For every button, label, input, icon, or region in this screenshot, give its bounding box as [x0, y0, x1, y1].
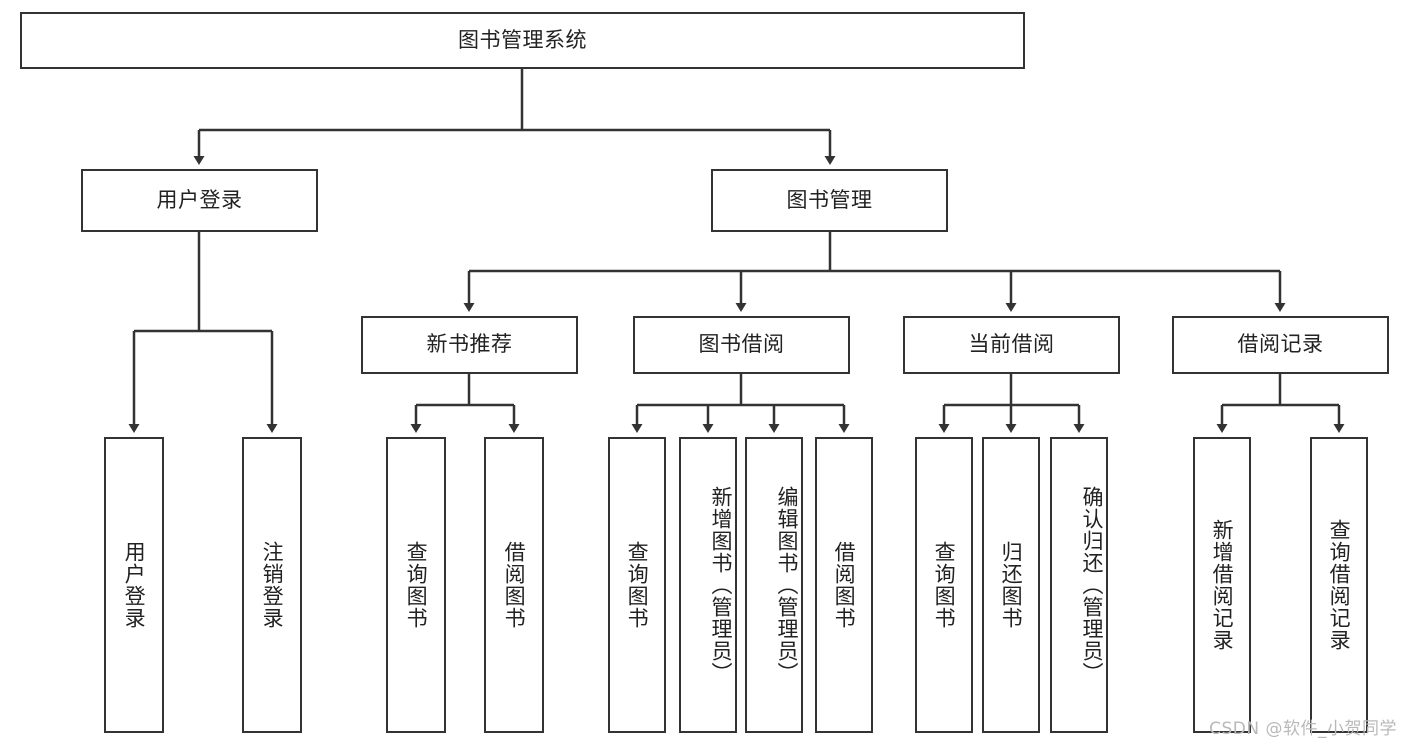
- leaf-confirm-return-label: 确认归还（管理员）: [1080, 486, 1104, 684]
- node-borrow-record[interactable]: 借阅记录: [1172, 316, 1389, 374]
- node-new-book-rec[interactable]: 新书推荐: [361, 316, 578, 374]
- leaf-borrow-book-2-label: 借阅图书: [832, 541, 857, 629]
- leaf-add-record[interactable]: 新增借阅记录: [1193, 437, 1251, 733]
- leaf-query-record[interactable]: 查询借阅记录: [1310, 437, 1368, 733]
- node-borrow-record-label: 借阅记录: [1237, 332, 1324, 357]
- leaf-return-book[interactable]: 归还图书: [982, 437, 1040, 733]
- node-book-borrow-label: 图书借阅: [698, 332, 785, 357]
- node-current-borrow[interactable]: 当前借阅: [903, 316, 1120, 374]
- leaf-user-login-label: 用户登录: [122, 541, 147, 629]
- leaf-query-record-label: 查询借阅记录: [1327, 519, 1352, 651]
- leaf-query-book-1[interactable]: 查询图书: [386, 437, 446, 733]
- leaf-borrow-book-1[interactable]: 借阅图书: [484, 437, 544, 733]
- leaf-borrow-book-2[interactable]: 借阅图书: [815, 437, 873, 733]
- leaf-query-book-3-label: 查询图书: [932, 541, 957, 629]
- node-user-login[interactable]: 用户登录: [81, 169, 318, 232]
- leaf-add-book-label: 新增图书（管理员）: [709, 486, 733, 684]
- leaf-add-record-label: 新增借阅记录: [1210, 519, 1235, 651]
- leaf-query-book-3[interactable]: 查询图书: [915, 437, 973, 733]
- leaf-confirm-return[interactable]: 确认归还（管理员）: [1050, 437, 1108, 733]
- node-root-label: 图书管理系统: [458, 27, 587, 52]
- leaf-logout-login-label: 注销登录: [260, 541, 285, 629]
- node-new-book-rec-label: 新书推荐: [426, 332, 513, 357]
- leaf-add-book[interactable]: 新增图书（管理员）: [679, 437, 737, 733]
- leaf-user-login[interactable]: 用户登录: [104, 437, 164, 733]
- leaf-return-book-label: 归还图书: [999, 541, 1024, 629]
- node-book-manage-label: 图书管理: [786, 187, 873, 212]
- node-user-login-label: 用户登录: [156, 187, 243, 212]
- node-root[interactable]: 图书管理系统: [20, 12, 1025, 69]
- watermark: CSDN @软件_小贺同学: [1209, 719, 1397, 739]
- node-book-borrow[interactable]: 图书借阅: [633, 316, 850, 374]
- leaf-edit-book-label: 编辑图书（管理员）: [775, 486, 799, 684]
- leaf-query-book-2[interactable]: 查询图书: [608, 437, 666, 733]
- leaf-query-book-1-label: 查询图书: [404, 541, 429, 629]
- leaf-edit-book[interactable]: 编辑图书（管理员）: [745, 437, 803, 733]
- node-current-borrow-label: 当前借阅: [968, 332, 1055, 357]
- leaf-borrow-book-1-label: 借阅图书: [502, 541, 527, 629]
- leaf-logout-login[interactable]: 注销登录: [242, 437, 302, 733]
- leaf-query-book-2-label: 查询图书: [625, 541, 650, 629]
- node-book-manage[interactable]: 图书管理: [711, 169, 948, 232]
